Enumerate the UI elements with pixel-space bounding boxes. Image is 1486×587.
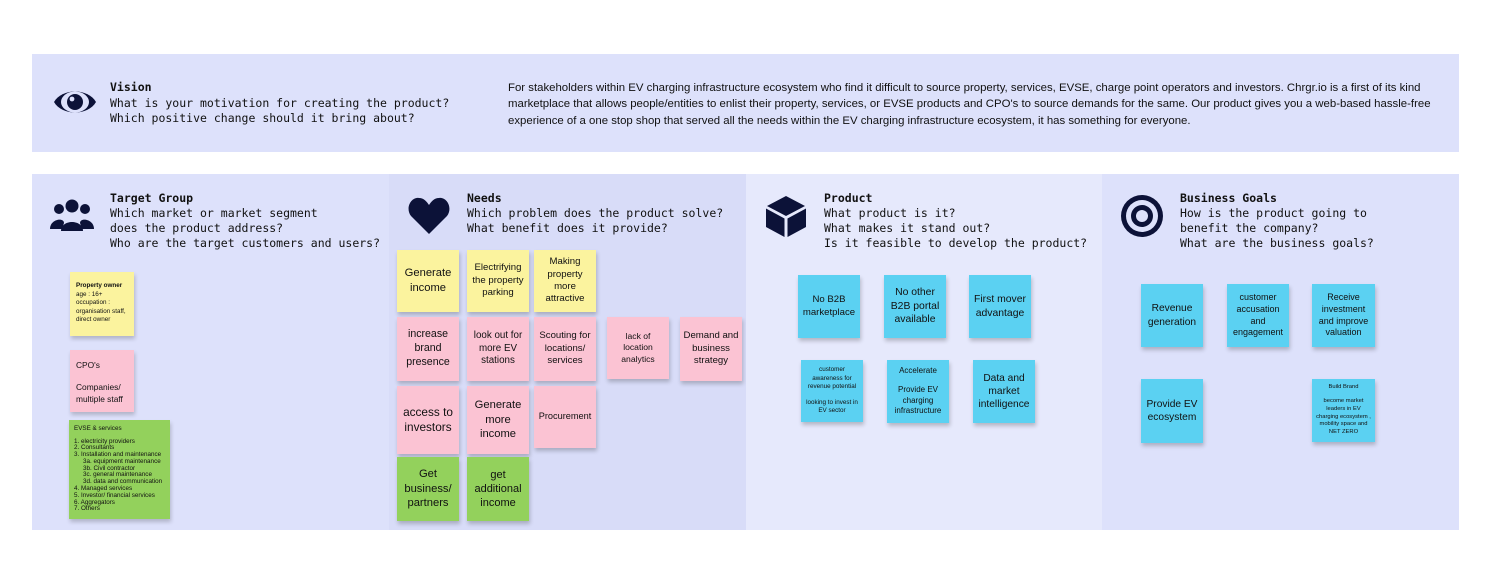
sticky-property-owner[interactable]: Property owner age : 16+ occupation : or… (70, 272, 134, 336)
sticky-note[interactable]: increase brand presence (397, 317, 459, 381)
note-line: CPO's (76, 360, 100, 370)
sticky-evse-services[interactable]: EVSE & services 1. electricity providers… (69, 420, 170, 519)
target-group-title: Target Group (110, 191, 194, 205)
target-group-question-2: does the product address? (110, 221, 284, 235)
sticky-build-brand[interactable]: Build Brand become market leaders in EV … (1312, 379, 1375, 442)
note-line: Companies/ (76, 382, 121, 393)
note-heading: EVSE & services (74, 425, 122, 432)
business-goals-title: Business Goals (1180, 191, 1277, 205)
sticky-note[interactable]: look out for more EV stations (467, 317, 529, 381)
list-item: 6. Aggregators (74, 498, 115, 506)
product-question-2: What makes it stand out? (824, 221, 991, 235)
sticky-note[interactable]: Generate more income (467, 386, 529, 454)
target-icon (1121, 195, 1163, 237)
eye-icon (54, 91, 96, 113)
sticky-customer-awareness[interactable]: customer awareness for revenue potential… (801, 360, 863, 422)
sticky-note[interactable]: Generate income (397, 250, 459, 312)
vision-question-2: Which positive change should it bring ab… (110, 111, 415, 125)
list-item: 3b. Civil contractor (83, 464, 136, 472)
sticky-accelerate[interactable]: Accelerate Provide EV charging infrastru… (887, 360, 949, 423)
sticky-note[interactable]: get additional income (467, 457, 529, 521)
sticky-note[interactable]: Procurement (534, 386, 596, 448)
list-item: 3. Installation and maintenance (74, 451, 162, 459)
note-line: Accelerate (899, 365, 937, 375)
note-line: organisation staff, (76, 307, 126, 315)
needs-column: Needs Which problem does the product sol… (389, 174, 746, 530)
heart-icon (408, 197, 450, 234)
sticky-note[interactable]: Data and market intelligence (973, 360, 1035, 423)
product-title: Product (824, 191, 873, 205)
note-line: multiple staff (76, 393, 123, 404)
target-group-question-1: Which market or market segment (110, 206, 318, 220)
sticky-cpo[interactable]: CPO's Companies/ multiple staff (70, 350, 134, 412)
list-item: 2. Consultants (74, 444, 115, 452)
note-heading: Property owner (76, 282, 123, 289)
sticky-note[interactable]: Get business/ partners (397, 457, 459, 521)
target-group-column: Target Group Which market or market segm… (32, 174, 389, 530)
vision-statement: For stakeholders within EV charging infr… (508, 82, 1431, 127)
list-item: 5. Investor/ financial services (74, 491, 155, 499)
business-goals-question-1: How is the product going to (1180, 206, 1367, 220)
vision-question-1: What is your motivation for creating the… (110, 96, 450, 110)
sticky-note[interactable]: Receive investment and improve valuation (1312, 284, 1375, 347)
vision-banner: Vision What is your motivation for creat… (32, 54, 1459, 152)
business-goals-column: Business Goals How is the product going … (1102, 174, 1459, 530)
sticky-note[interactable]: lack of location analytics (607, 317, 669, 379)
note-line: looking to invest in EV sector (806, 398, 858, 415)
note-line: direct owner (76, 316, 111, 323)
product-question-3: Is it feasible to develop the product? (824, 236, 1088, 250)
business-goals-question-3: What are the business goals? (1180, 236, 1374, 250)
sticky-note[interactable]: customer accusation and engagement (1227, 284, 1289, 347)
sticky-note[interactable]: access to investors (397, 386, 459, 454)
list-item: 7. Others (74, 505, 100, 513)
needs-question-1: Which problem does the product solve? (467, 206, 724, 220)
note-line: Build Brand (1328, 384, 1359, 391)
sticky-note[interactable]: First mover advantage (969, 275, 1031, 338)
needs-title: Needs (467, 191, 502, 205)
sticky-note[interactable]: Provide EV ecosystem (1141, 379, 1203, 443)
target-group-question-3: Who are the target customers and users? (110, 236, 381, 250)
list-item: 4. Managed services (74, 485, 133, 493)
sticky-note[interactable]: Revenue generation (1141, 284, 1203, 347)
list-item: 1. electricity providers (74, 437, 135, 445)
product-column: Product What product is it? What makes i… (746, 174, 1102, 530)
business-goals-question-2: benefit the company? (1180, 221, 1319, 235)
note-line: occupation : (76, 299, 110, 306)
list-item: 3c. general maintenance (83, 471, 152, 479)
sticky-note[interactable]: No B2B marketplace (798, 275, 860, 338)
note-line: customer awareness for revenue potential (807, 366, 857, 391)
note-line: Provide EV charging infrastructure (894, 384, 942, 416)
needs-question-2: What benefit does it provide? (467, 221, 668, 235)
vision-title: Vision (110, 80, 152, 94)
sticky-note[interactable]: Making property more attractive (534, 250, 596, 312)
sticky-note[interactable]: Electrifying the property parking (467, 250, 529, 312)
note-line: become market leaders in EV charging eco… (1316, 397, 1371, 436)
sticky-note[interactable]: No other B2B portal available (884, 275, 946, 338)
list-item: 3a. equipment maintenance (83, 457, 161, 465)
product-question-1: What product is it? (824, 206, 956, 220)
sticky-note[interactable]: Scouting for locations/ services (534, 317, 596, 381)
users-icon (50, 199, 94, 231)
note-line: age : 16+ (76, 290, 103, 298)
list-item: 3d. data and communication (83, 478, 163, 486)
sticky-note[interactable]: Demand and business strategy (680, 317, 742, 381)
cube-icon (766, 196, 806, 237)
